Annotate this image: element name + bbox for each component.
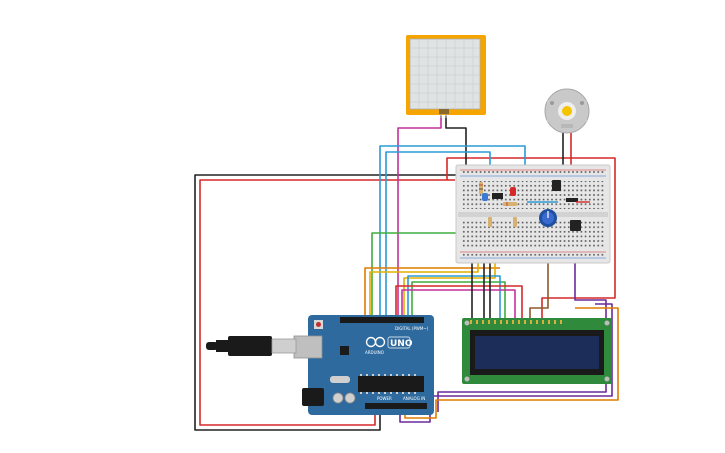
arduino-board[interactable]: ARDUINO UNO DIGITAL (PWM~) POWER ANALOG … bbox=[293, 315, 434, 415]
breadboard[interactable] bbox=[455, 164, 611, 264]
diode[interactable] bbox=[566, 198, 578, 202]
resistor-3[interactable] bbox=[488, 217, 492, 227]
wire-red-lcd bbox=[395, 285, 523, 320]
led-red[interactable] bbox=[510, 187, 516, 196]
lcd-display[interactable] bbox=[462, 318, 612, 384]
arduino-brand: ARDUINO bbox=[365, 350, 384, 355]
wire-blue-lcd bbox=[407, 275, 501, 320]
wire-sensor-magenta bbox=[397, 116, 442, 318]
wire-orange-analog bbox=[404, 307, 619, 419]
wire-brown bbox=[529, 232, 549, 320]
ic-chip-small[interactable] bbox=[492, 193, 503, 199]
wire-red-right bbox=[446, 157, 616, 320]
wire-blue-second bbox=[385, 151, 491, 318]
wire-yellow-2 bbox=[403, 262, 496, 318]
dc-motor-icon[interactable] bbox=[544, 88, 590, 134]
wire-magenta-lcd bbox=[401, 289, 516, 320]
wire-orange bbox=[364, 267, 500, 318]
arduino-header-power: POWER bbox=[377, 396, 392, 401]
transistor[interactable] bbox=[552, 180, 561, 191]
wire-green-lcd bbox=[411, 281, 506, 320]
resistor-2[interactable] bbox=[503, 202, 517, 206]
resistor-1[interactable] bbox=[479, 182, 483, 194]
pressure-sensor-icon[interactable] bbox=[406, 35, 486, 118]
arduino-model: UNO bbox=[390, 339, 413, 349]
arduino-header-analog: ANALOG IN bbox=[403, 396, 425, 401]
resistor-4[interactable] bbox=[513, 217, 517, 227]
led-blue[interactable] bbox=[482, 193, 488, 201]
wire-yellow-1 bbox=[369, 262, 479, 318]
potentiometer-icon[interactable] bbox=[539, 209, 557, 227]
wire-black-outer bbox=[194, 174, 470, 431]
breadboard-components bbox=[479, 180, 590, 231]
usb-plug-icon[interactable] bbox=[206, 336, 297, 356]
wire-red-outer bbox=[199, 179, 455, 426]
arduino-header-digital: DIGITAL (PWM~) bbox=[395, 326, 429, 331]
ic-chip-right[interactable] bbox=[570, 220, 581, 231]
wire-green-mid bbox=[371, 232, 490, 318]
arduino-logo bbox=[365, 336, 386, 348]
